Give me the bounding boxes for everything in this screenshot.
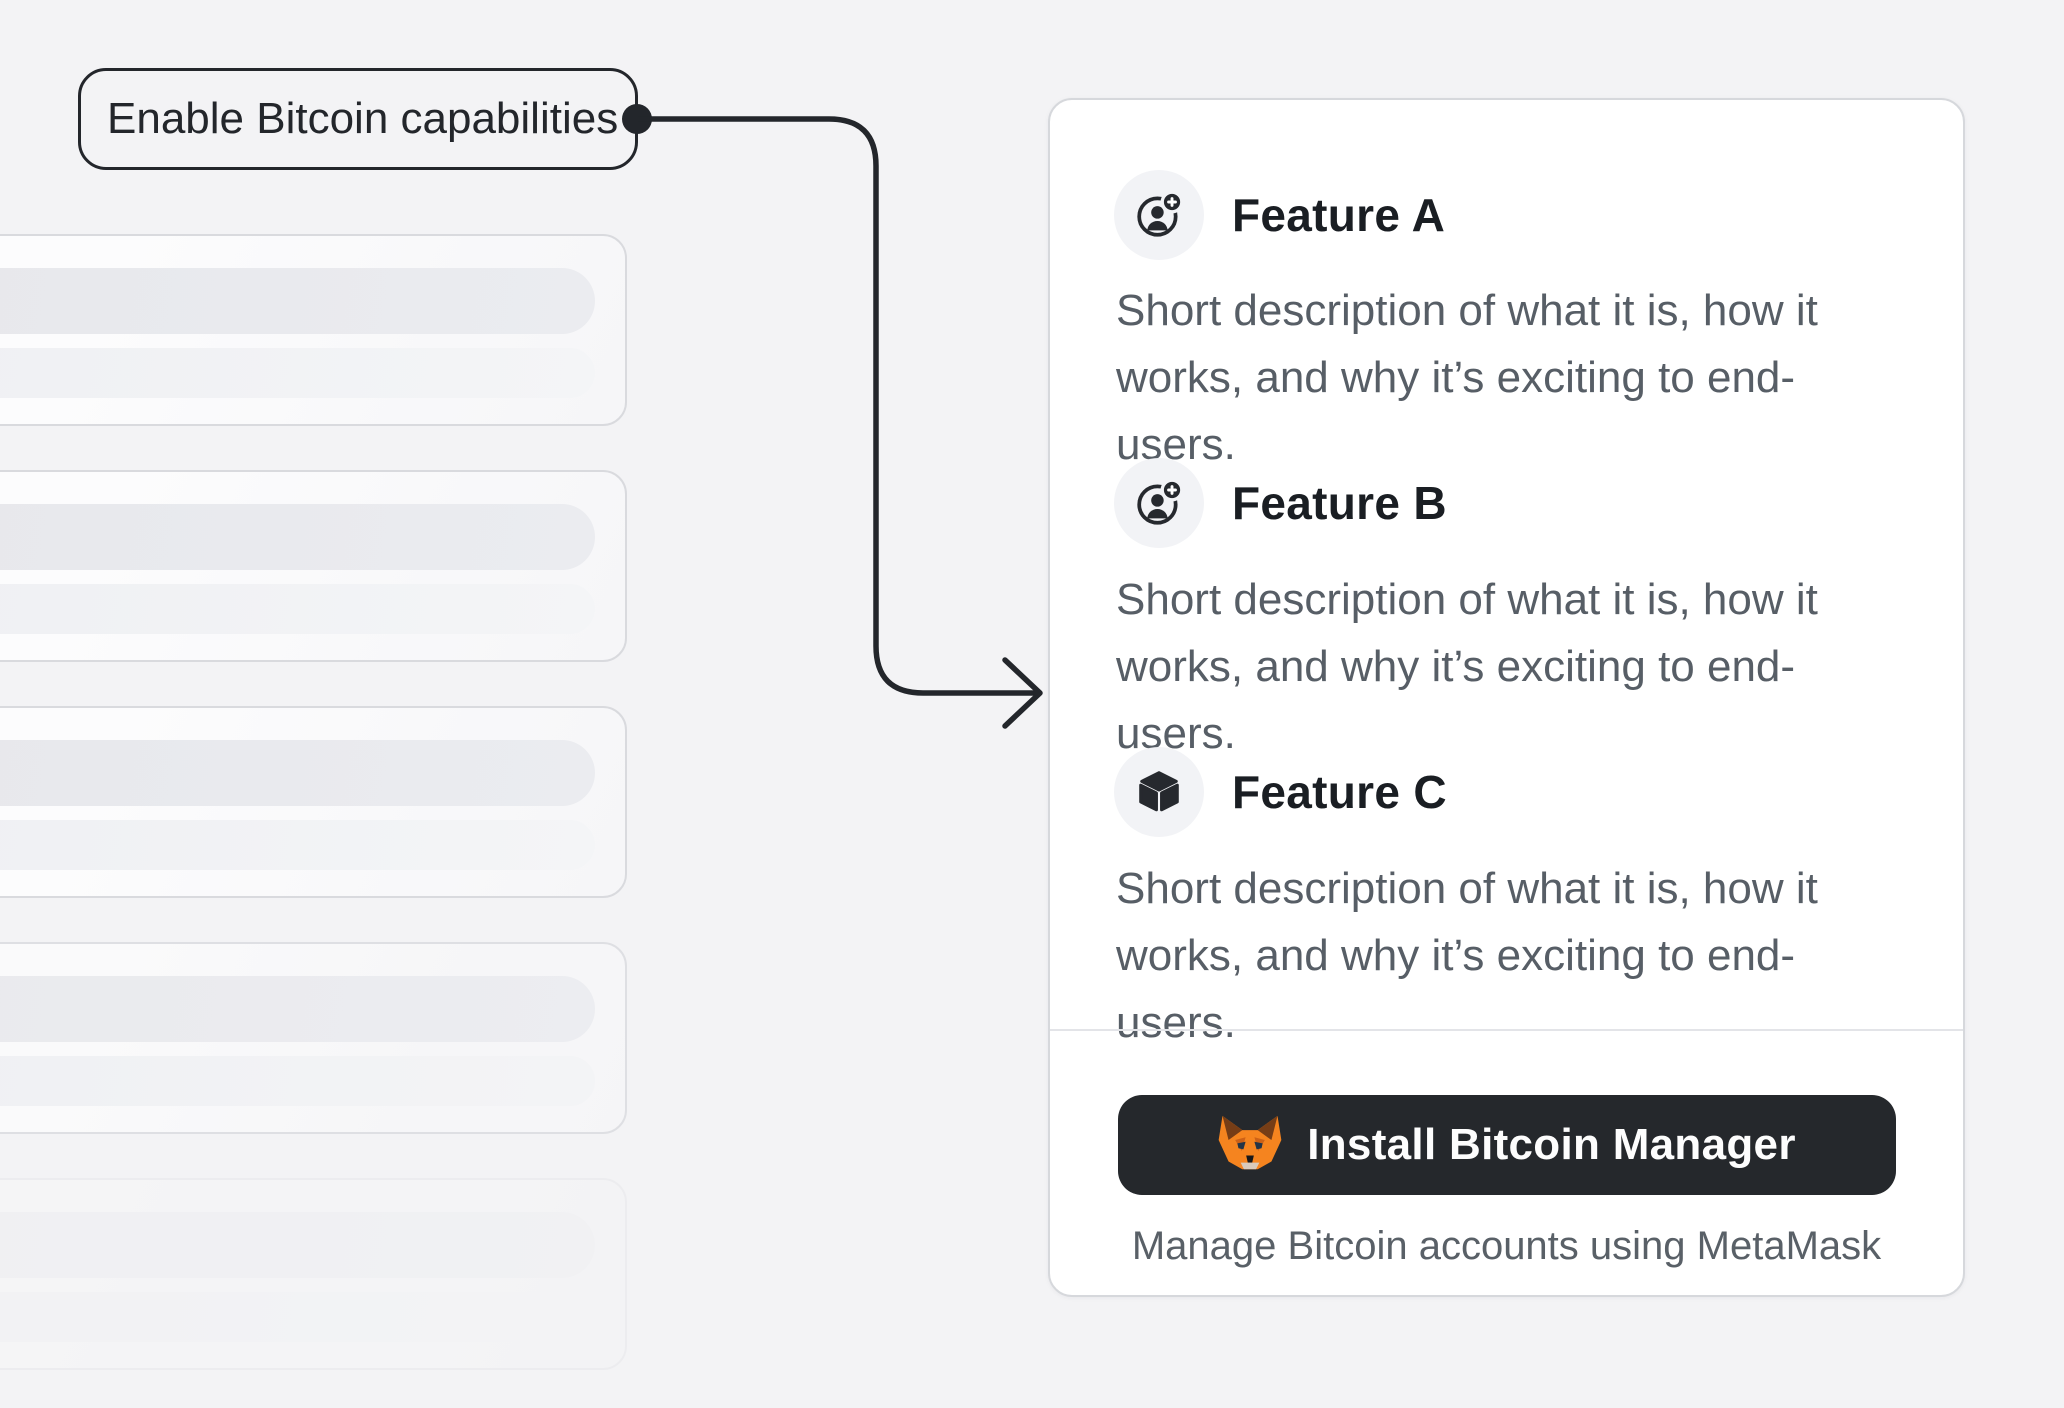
skeleton-bar <box>0 740 595 806</box>
skeleton-bar <box>0 1292 595 1342</box>
skeleton-bar <box>0 504 595 570</box>
feature-c-description: Short description of what it is, how it … <box>1116 864 1818 1047</box>
feature-a-description: Short description of what it is, how it … <box>1116 286 1818 469</box>
feature-c-title: Feature C <box>1232 766 1447 818</box>
skeleton-bar <box>0 584 595 634</box>
feature-b-description: Short description of what it is, how it … <box>1116 575 1818 758</box>
panel-caption: Manage Bitcoin accounts using MetaMask <box>1131 1224 1882 1268</box>
skeleton-bar <box>0 976 595 1042</box>
feature-row-b: Feature B <box>1114 458 1447 548</box>
divider <box>1050 1029 1963 1031</box>
install-bitcoin-manager-button[interactable]: Install Bitcoin Manager <box>1117 1095 1896 1195</box>
skeleton-card <box>0 706 627 898</box>
user-add-icon <box>1114 170 1204 260</box>
skeleton-bar <box>0 1056 595 1106</box>
feature-a-title: Feature A <box>1232 189 1446 241</box>
feature-panel: Feature A Short description of what it i… <box>1048 98 1965 1297</box>
skeleton-card <box>0 234 627 426</box>
skeleton-card <box>0 942 627 1134</box>
callout-enable-bitcoin: Enable Bitcoin capabilities <box>78 68 638 170</box>
callout-label: Enable Bitcoin capabilities <box>107 94 619 143</box>
arrowhead-icon <box>1002 657 1043 729</box>
metamask-fox-icon <box>1217 1114 1283 1176</box>
skeleton-bar <box>0 348 595 398</box>
feature-b-title: Feature B <box>1232 477 1447 529</box>
cube-icon <box>1114 747 1204 837</box>
install-button-label: Install Bitcoin Manager <box>1307 1120 1796 1169</box>
skeleton-card <box>0 1178 627 1370</box>
feature-row-c: Feature C <box>1114 747 1447 837</box>
feature-row-a: Feature A <box>1114 170 1445 260</box>
skeleton-bar <box>0 820 595 870</box>
skeleton-bar <box>0 1212 595 1278</box>
user-add-icon <box>1114 458 1204 548</box>
skeleton-card <box>0 470 627 662</box>
skeleton-bar <box>0 268 595 334</box>
